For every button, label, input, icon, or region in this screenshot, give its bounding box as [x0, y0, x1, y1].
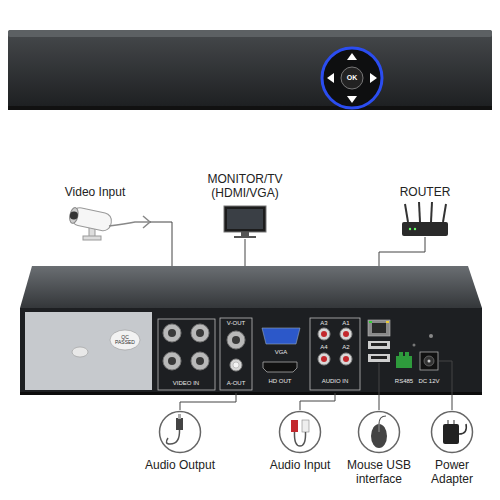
device-label: ROUTER: [400, 185, 451, 199]
router-icon: [402, 202, 448, 236]
callout-outline: [158, 410, 202, 454]
button-label: OK: [347, 74, 358, 82]
port-label: VIDEO IN: [173, 380, 199, 386]
callout-ring: [359, 412, 400, 453]
callout-label: Audio Input: [255, 458, 345, 472]
port-label: RS485: [395, 378, 413, 384]
channel-label: A3: [320, 320, 327, 326]
device-label: Video Input: [65, 185, 126, 199]
channel-label: A2: [342, 344, 349, 350]
monitor-icon: [224, 206, 266, 238]
port-label: V-OUT: [227, 320, 245, 326]
callout-label: Mouse USB interface: [342, 458, 416, 486]
dvr-front: [8, 30, 492, 110]
camera-icon: [68, 206, 150, 240]
callout-circle: Power Adapter: [424, 410, 480, 486]
leader-line: [180, 361, 452, 410]
callout-ring: [432, 412, 473, 453]
callout-icon: [159, 411, 473, 453]
callout-label: Audio Output: [135, 458, 225, 472]
port-label: VGA: [275, 349, 288, 355]
callout-ring: [160, 412, 201, 453]
callout-circle: Audio Output: [135, 410, 225, 472]
callout-outline: [430, 410, 474, 454]
port-label: DC 12V: [418, 378, 439, 384]
device-label: MONITOR/TV (HDMI/VGA): [197, 172, 293, 201]
port-label: HD OUT: [269, 378, 292, 384]
port-label: A-OUT: [227, 380, 246, 386]
callout-label: Power Adapter: [424, 458, 480, 486]
callout-ring: [280, 412, 321, 453]
callout-circle: Mouse USB interface: [342, 410, 416, 486]
dvr-back: [20, 266, 482, 395]
callout-circle: Audio Input: [255, 410, 345, 472]
sticker-text: QC PASSED: [114, 335, 136, 346]
port-label: AUDIO IN: [322, 378, 349, 384]
callout-outline: [278, 410, 322, 454]
callout-outline: [357, 410, 401, 454]
channel-label: A4: [320, 344, 327, 350]
channel-label: A1: [342, 320, 349, 326]
